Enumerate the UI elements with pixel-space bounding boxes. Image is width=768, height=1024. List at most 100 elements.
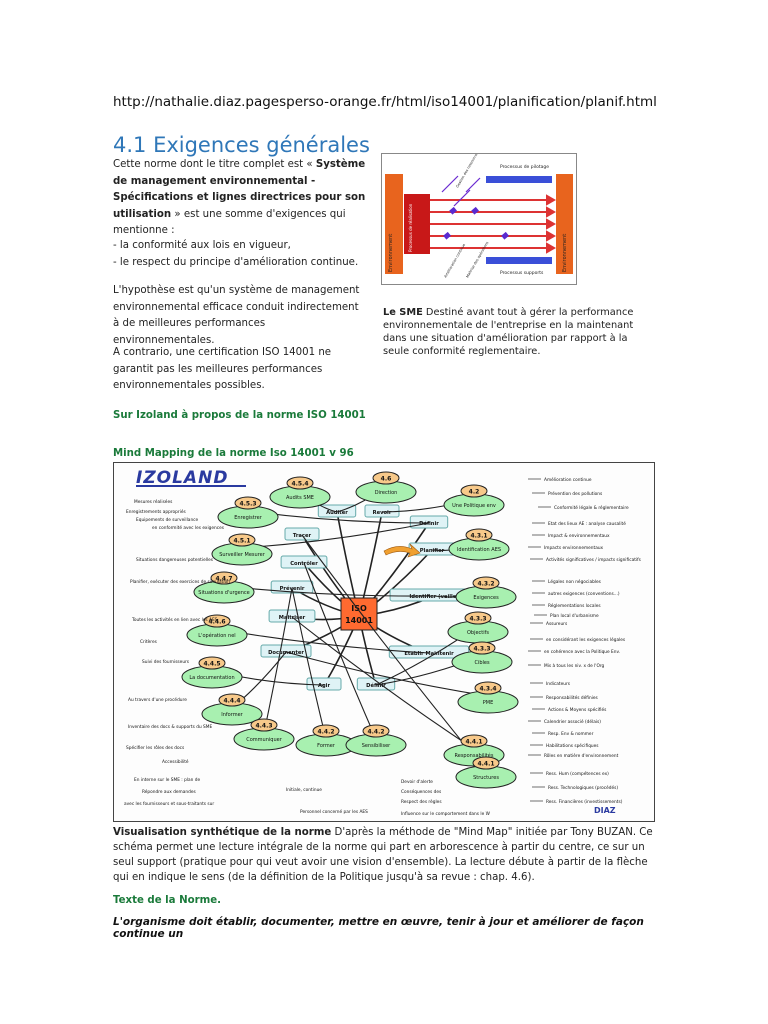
branch-label: Etablir Maintenir bbox=[404, 651, 454, 657]
node-number: 4.4.5 bbox=[203, 661, 220, 668]
mindmap-heading: Mind Mapping de la norme Iso 14001 v 96 bbox=[113, 448, 354, 459]
right-leaf: Etat des lieux AE : analyse causalité bbox=[548, 520, 626, 527]
page-url[interactable]: http://nathalie.diaz.pagesperso-orange.f… bbox=[113, 94, 657, 110]
node-number-badge bbox=[468, 641, 496, 655]
right-leaf: Impacts environnementaux bbox=[544, 545, 604, 551]
left-leaf: Accessibilité bbox=[162, 758, 189, 765]
node-label: Informer bbox=[221, 712, 243, 718]
node-number-badge bbox=[362, 724, 390, 738]
branch-label-box bbox=[280, 555, 328, 569]
node-label: PME bbox=[483, 700, 494, 706]
right-leaf: en considérant les exigences légales bbox=[546, 636, 626, 643]
norm-text-heading: Texte de la Norme. bbox=[113, 895, 222, 906]
intro-text-pre: Cette norme dont le titre complet est « bbox=[113, 159, 316, 170]
left-leaf: En interne sur le SME : plan de bbox=[134, 777, 200, 783]
branch-label-box bbox=[284, 527, 320, 541]
right-leaf: Actions & Moyens spécifiés bbox=[548, 706, 607, 713]
left-leaf: Mesures réalisées bbox=[134, 498, 173, 505]
left-leaf: Equipements de surveillance bbox=[136, 517, 199, 523]
node-number: 4.3.2 bbox=[477, 581, 494, 588]
right-leaf: Indicateurs bbox=[546, 681, 571, 687]
node-number: 4.4.2 bbox=[367, 729, 384, 736]
node-number: 4.4.6 bbox=[208, 619, 225, 626]
node-label: La documentation bbox=[189, 675, 234, 681]
node-label: L'opération nel bbox=[198, 632, 235, 639]
right-leaf: Activités significatives / impacts signi… bbox=[546, 556, 642, 563]
diag-label-3: Gestion des ressources bbox=[455, 154, 479, 189]
left-leaf: Inventaire des docs & supports du SME bbox=[128, 724, 212, 730]
node-label: Responsabilités bbox=[455, 752, 494, 759]
left-env-label: Environnement bbox=[388, 234, 394, 272]
branch-label-box bbox=[268, 609, 316, 623]
node-label: Une Politique env bbox=[452, 503, 496, 509]
branch-label: Planifier bbox=[420, 548, 445, 554]
sme-paragraph: Le SME Destiné avant tout à gérer la per… bbox=[383, 306, 655, 358]
right-leaf: Réglementations locales bbox=[548, 602, 601, 609]
branch-label: Revoir bbox=[373, 510, 392, 516]
right-leaf: Ress. Technologiques (procédés) bbox=[548, 784, 618, 791]
diagonal-lines bbox=[441, 175, 481, 207]
left-leaf: Au travers d'une procédure bbox=[128, 696, 187, 703]
bullet-item: - le respect du principe d'amélioration … bbox=[113, 256, 359, 268]
left-env-bar bbox=[385, 174, 403, 274]
node-number: 4.4.1 bbox=[465, 739, 482, 746]
node-number: 4.3.4 bbox=[479, 686, 496, 693]
izoland-link[interactable]: Sur Izoland à propos de la norme ISO 140… bbox=[113, 410, 366, 421]
node-number-badge bbox=[210, 571, 238, 585]
mindmap-description: Visualisation synthétique de la norme D'… bbox=[113, 825, 653, 885]
branch-label: Maitriser bbox=[279, 615, 306, 621]
bottom-leaf: Personnel concerné par les AES bbox=[300, 808, 368, 815]
node-number: 4.3.3 bbox=[469, 616, 486, 623]
node-number-badge bbox=[472, 576, 500, 590]
logo-underline bbox=[136, 485, 246, 487]
node-number: 4.5.4 bbox=[291, 481, 308, 488]
description-label: Visualisation synthétique de la norme bbox=[113, 827, 332, 838]
node-number: 4.4.4 bbox=[223, 698, 240, 705]
intro-paragraph: Cette norme dont le titre complet est « … bbox=[113, 157, 368, 240]
right-leaf: Légales non négociables bbox=[548, 578, 602, 585]
bullet-list: - la conformité aux lois en vigueur, - l… bbox=[113, 238, 368, 271]
diagonal-markers bbox=[443, 206, 509, 240]
node-number-badge bbox=[234, 496, 262, 510]
node-number: 4.4.7 bbox=[215, 576, 232, 583]
node-number: 4.5.3 bbox=[239, 501, 256, 508]
node-number-badge bbox=[472, 756, 500, 770]
diag-label-2: Maîtrise des opérations bbox=[465, 241, 489, 279]
node-number-badge bbox=[218, 693, 246, 707]
branch-label: Identifier (veille) bbox=[409, 594, 458, 600]
node-number: 4.4.3 bbox=[255, 723, 272, 730]
node-label: Surveiller Mesurer bbox=[219, 552, 266, 558]
right-leaf: Calendrier associé (délais) bbox=[544, 718, 601, 725]
branch-label: Définir bbox=[419, 520, 439, 527]
diaz-signature: DIAZ bbox=[594, 806, 616, 815]
norm-title: Système de management environnemental - … bbox=[113, 159, 366, 220]
left-leaf: Critères bbox=[140, 638, 158, 645]
right-leaf: Impact & environnementaux bbox=[548, 533, 610, 539]
right-leaf: Mis à tous les niv. x de l'Org bbox=[544, 662, 605, 669]
right-leaf: Ress. Hum (compétences ex) bbox=[546, 770, 609, 777]
sme-text: Destiné avant tout à gérer la performanc… bbox=[383, 307, 634, 357]
node-label: Structures bbox=[473, 775, 499, 781]
right-leaf: Responsabilités définies bbox=[546, 694, 599, 701]
node-label: Former bbox=[317, 743, 336, 749]
left-leaf: Suivi des fournisseurs bbox=[142, 659, 190, 665]
center-label: ISO bbox=[351, 604, 367, 613]
process-diagram: Environnement Environnement Processus de… bbox=[381, 153, 577, 285]
right-env-label: Environnement bbox=[562, 234, 568, 272]
node-label: Sensibiliser bbox=[362, 743, 391, 749]
right-leaf: Assureurs bbox=[546, 621, 568, 627]
center-label: 14001 bbox=[345, 616, 373, 625]
node-connector bbox=[285, 651, 489, 697]
node-connector bbox=[263, 587, 293, 734]
bottom-leaf: Influence sur le comportement dans le W bbox=[401, 811, 491, 817]
pilot-process-bar bbox=[486, 176, 552, 183]
left-leaf: Spécifier les rôles des docs bbox=[126, 744, 185, 751]
node-number: 4.6 bbox=[381, 476, 392, 483]
node-label: Enregistrer bbox=[234, 515, 263, 521]
center-process-label: Processus de réalisation bbox=[408, 203, 413, 252]
support-process-bar bbox=[486, 257, 552, 264]
node-connector bbox=[291, 587, 327, 740]
top-process-label: Processus de pilotage bbox=[500, 164, 549, 170]
node-label: Exigences bbox=[473, 595, 499, 601]
node-number-badge bbox=[203, 614, 231, 628]
